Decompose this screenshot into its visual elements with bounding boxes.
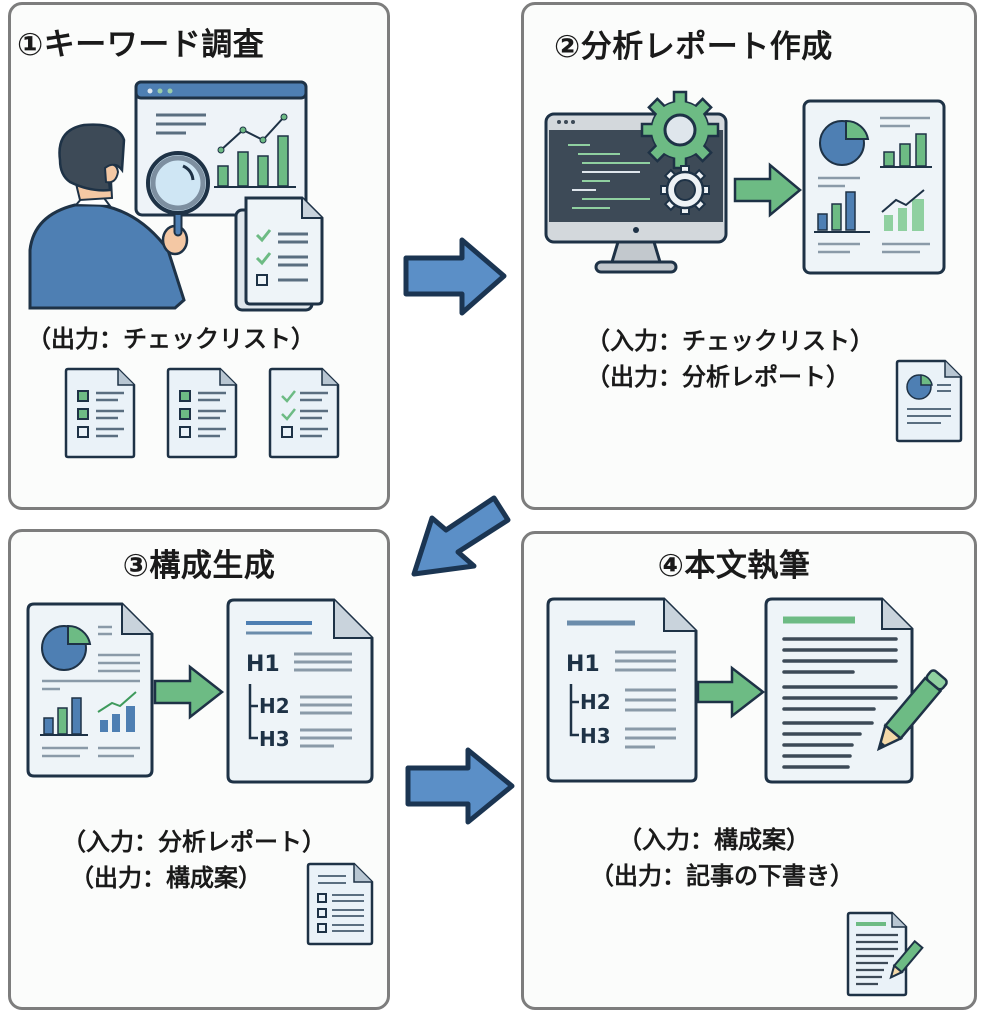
checklist-stack-icon [234,196,324,312]
step-4-output-label: （出力：記事の下書き） [590,862,854,890]
green-arrow-icon [696,665,766,719]
green-arrow-icon [733,162,802,218]
h3-label-2: H3 [580,724,611,748]
gear-small-icon [660,165,710,215]
step-1-title: ①キーワード調査 [17,27,265,63]
analysis-report-icon [802,99,946,275]
pencil-icon [876,669,948,752]
h1-label-2: H1 [566,652,600,677]
step-4-title: ④本文執筆 [657,548,811,584]
flow-arrow-2-to-3 [411,495,511,577]
flow-arrow-1-to-2 [403,237,507,316]
magnifier-icon [146,151,210,237]
step-2-output-label: （出力：分析レポート） [586,363,850,391]
h2-label: H2 [259,694,290,718]
checklist-doc-icon-1 [64,367,136,459]
step-2-input-label: （入力：チェックリスト） [586,327,874,355]
step-1-output-label: （出力：チェックリスト） [27,325,315,353]
step-3-input-label: （入力：分析レポート） [62,828,326,856]
step-2-io: （入力：チェックリスト） （出力：分析レポート） [586,323,874,395]
outline-doc-icon [306,862,374,946]
step-4-io: （入力：構成案） （出力：記事の下書き） [590,822,854,894]
step-1-io: （出力：チェックリスト） [27,321,315,357]
draft-doc-pencil-icon [846,911,924,997]
checklist-doc-icon-2 [166,367,238,459]
draft-doc-large-icon [764,597,914,784]
outline-doc-large-icon-2: H1 H2 H3 [546,597,698,783]
checklist-doc-icon-3 [268,367,340,459]
step-3-io: （入力：分析レポート） （出力：構成案） [62,824,326,896]
step-3-output-label: （出力：構成案） [70,864,262,892]
step-2-title: ②分析レポート作成 [554,29,833,65]
h2-label-2: H2 [580,690,611,714]
green-arrow-icon [153,664,225,720]
person-icon [28,123,189,310]
h1-label: H1 [246,652,280,677]
h3-label: H3 [259,727,290,751]
flow-arrow-3-to-4 [405,747,515,825]
gear-large-icon [640,90,720,170]
outline-doc-large-icon: H1 H2 H3 [226,598,374,784]
step-3-title: ③構成生成 [122,548,276,584]
report-doc-icon [895,359,963,443]
report-doc-large-icon [26,602,154,778]
step-4-input-label: （入力：構成案） [618,826,810,854]
